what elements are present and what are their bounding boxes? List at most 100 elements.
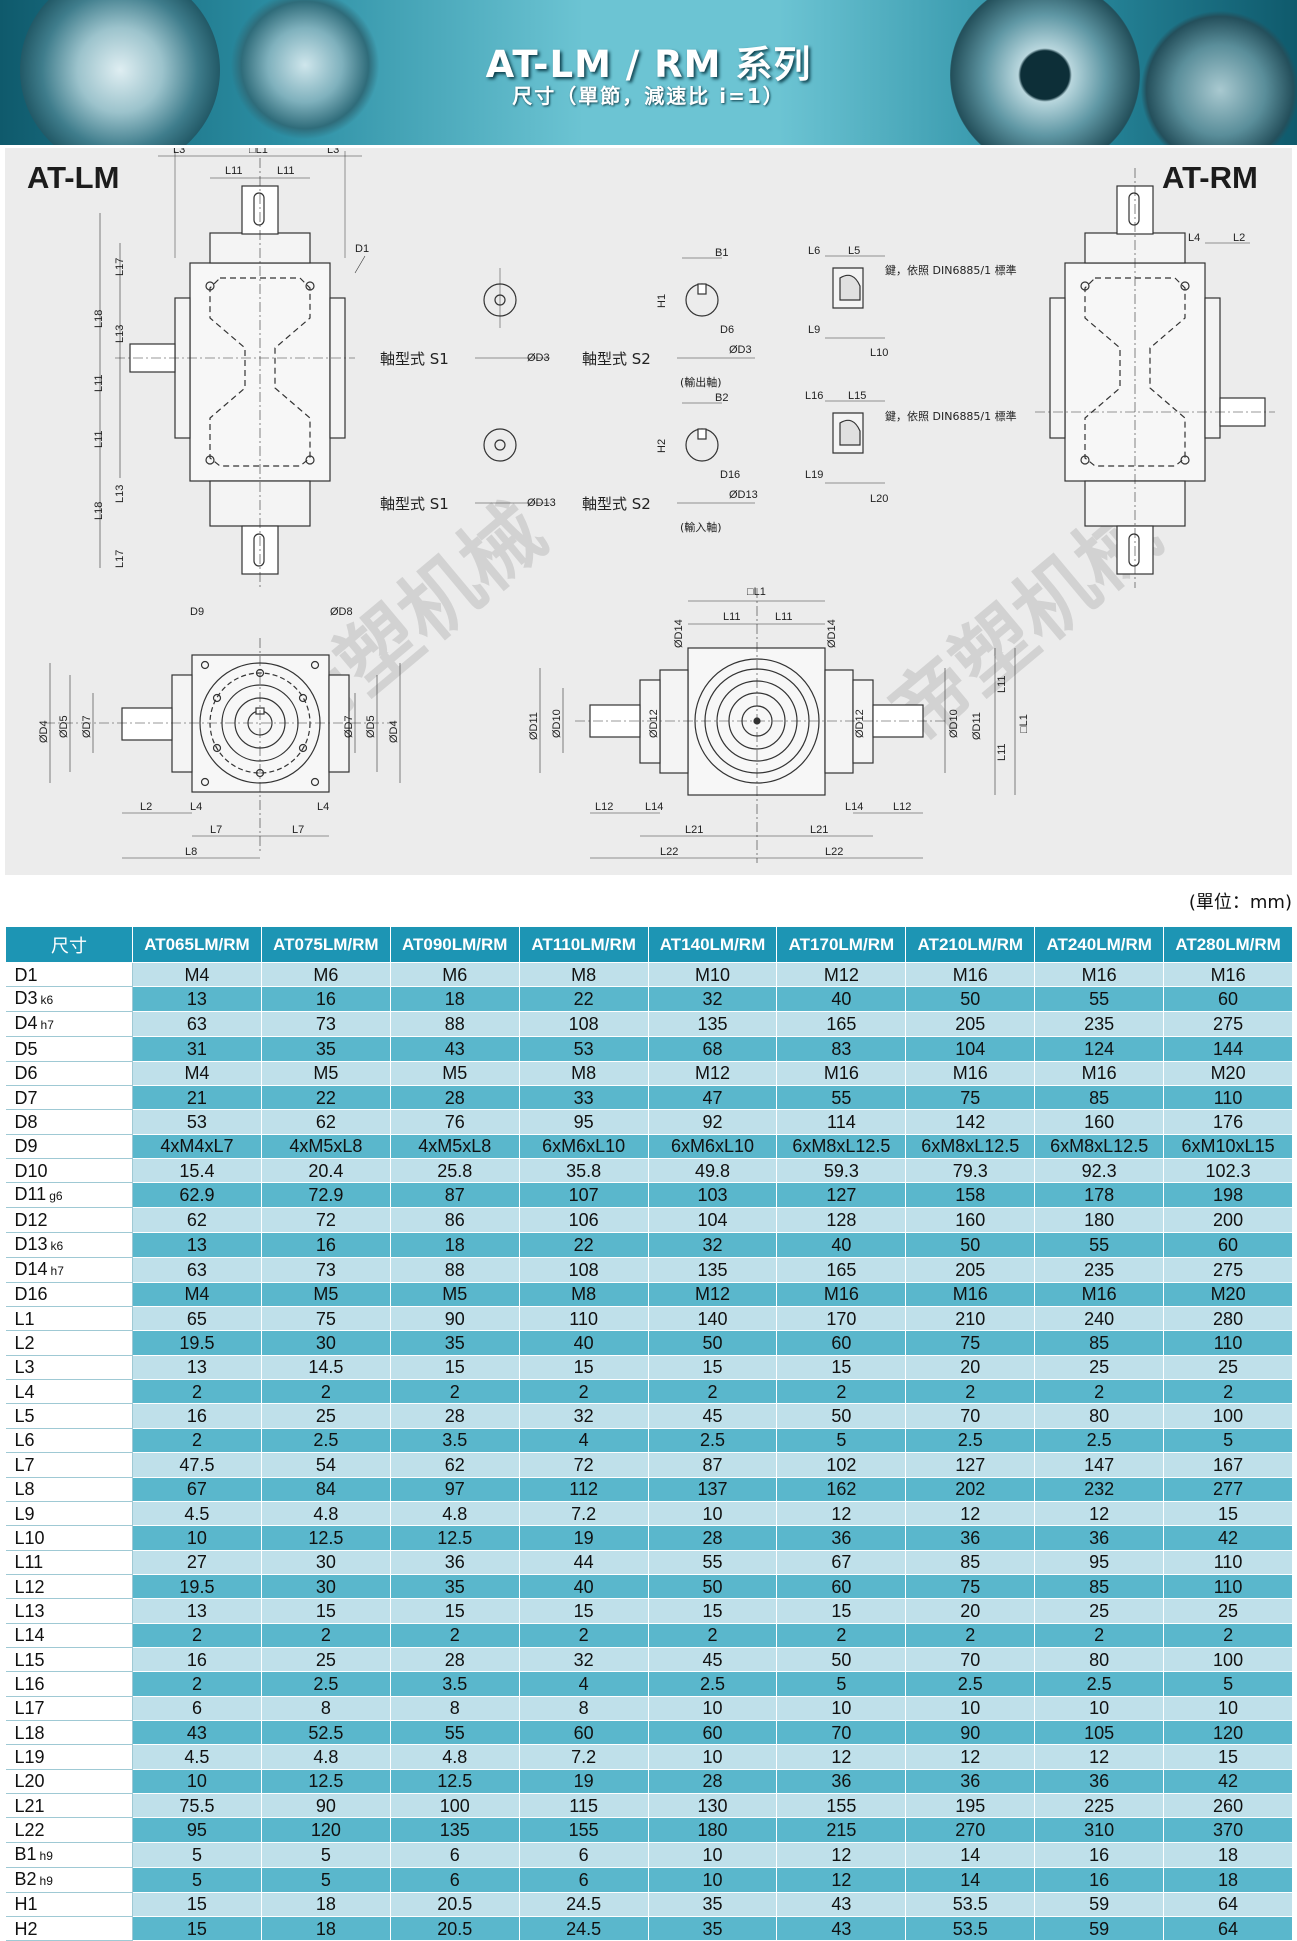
table-cell: 155 (776, 1793, 907, 1819)
table-cell: 170 (776, 1306, 907, 1332)
table-cell: 18 (1163, 1842, 1294, 1868)
row-dimension-name: D10 (5, 1158, 133, 1184)
dim-d1: D1 (355, 243, 369, 255)
table-cell: 87 (390, 1182, 520, 1209)
dim-l13-bottom: L13 (114, 485, 126, 503)
unit-label: (單位：mm) (1188, 892, 1292, 913)
dimension-label: D12 (14, 1210, 48, 1231)
row-dimension-name: L12 (5, 1574, 133, 1600)
dim-l19: L19 (805, 469, 823, 481)
table-cell: 73 (261, 1257, 391, 1283)
table-cell: 112 (519, 1477, 649, 1502)
table-cell: 2.5 (261, 1428, 391, 1454)
header-banner: AT-LM / RM 系列 尺寸（單節，減速比 i=1） (0, 0, 1297, 145)
table-cell: 45 (648, 1647, 778, 1673)
table-cell: 25 (1163, 1598, 1294, 1624)
dim-l11-b: L11 (277, 165, 295, 177)
table-cell: 54 (261, 1452, 391, 1478)
table-cell: 12 (1034, 1744, 1165, 1770)
table-cell: 75 (905, 1574, 1036, 1600)
row-dimension-name: D7 (5, 1085, 133, 1111)
row-dimension-name: D8 (5, 1109, 133, 1135)
tolerance-label: h7 (40, 1018, 54, 1033)
table-cell: 36 (1034, 1769, 1165, 1794)
at-lm-side-view (45, 638, 401, 859)
table-cell: 10 (132, 1525, 262, 1551)
dim-l18-top: L18 (93, 310, 105, 328)
table-header-model: AT210LM/RM (905, 926, 1036, 963)
table-cell: 19 (519, 1525, 649, 1551)
table-cell: 2.5 (648, 1671, 778, 1697)
table-cell: 79.3 (905, 1158, 1036, 1184)
dimension-label: L17 (14, 1698, 45, 1719)
table-cell: M20 (1163, 1282, 1294, 1308)
table-cell: 28 (390, 1647, 520, 1673)
dim-l4-b1: L4 (190, 801, 202, 813)
dim-d11-right: ØD11 (971, 712, 983, 740)
table-cell: 50 (905, 986, 1036, 1013)
table-cell: 2.5 (648, 1428, 778, 1454)
table-cell: 30 (261, 1574, 391, 1600)
table-cell: 32 (519, 1403, 649, 1429)
table-cell: 83 (776, 1036, 907, 1062)
table-cell: 36 (390, 1550, 520, 1575)
table-cell: 35 (390, 1330, 520, 1356)
row-dimension-name: L1 (5, 1306, 133, 1332)
table-cell: 92 (648, 1109, 778, 1135)
dimension-label: L9 (14, 1503, 35, 1524)
table-cell: 7.2 (519, 1744, 649, 1770)
dimension-label: B1 (14, 1843, 37, 1864)
table-cell: 14.5 (261, 1355, 391, 1381)
table-cell: 55 (1034, 1232, 1165, 1258)
table-cell: 15 (648, 1598, 778, 1624)
table-cell: 144 (1163, 1036, 1294, 1062)
table-cell: 45 (648, 1403, 778, 1429)
table-cell: 6xM6xL10 (648, 1134, 778, 1160)
table-cell: 20 (905, 1355, 1036, 1381)
table-cell: M16 (905, 1061, 1036, 1087)
table-cell: 53.5 (905, 1892, 1036, 1918)
table-cell: 13 (132, 986, 262, 1013)
table-cell: 92.3 (1034, 1158, 1165, 1184)
table-cell: 25 (1034, 1598, 1165, 1624)
table-cell: 97 (390, 1477, 520, 1502)
dim-h2: H2 (656, 439, 668, 453)
table-cell: 2.5 (1034, 1671, 1165, 1697)
table-cell: 60 (648, 1720, 778, 1746)
dim-l3-right: L3 (327, 148, 339, 156)
table-cell: 55 (390, 1720, 520, 1746)
dim-d14-b: ØD14 (826, 619, 838, 648)
table-cell: 30 (261, 1330, 391, 1356)
table-cell: 100 (390, 1793, 520, 1819)
table-header-model: AT140LM/RM (647, 926, 778, 963)
table-cell: 50 (905, 1232, 1036, 1258)
table-cell: 60 (776, 1574, 907, 1600)
table-cell: 15 (776, 1355, 907, 1381)
table-cell: 36 (905, 1525, 1036, 1551)
table-cell: 140 (648, 1306, 778, 1332)
table-cell: 108 (519, 1011, 649, 1038)
table-cell: 43 (390, 1036, 520, 1062)
row-dimension-name: D5 (5, 1036, 133, 1062)
table-cell: 10 (648, 1696, 778, 1721)
row-dimension-name: L13 (5, 1598, 133, 1624)
table-cell: M12 (648, 1282, 778, 1308)
table-cell: 10 (776, 1696, 907, 1721)
table-cell: 75.5 (132, 1793, 262, 1819)
table-cell: 19.5 (132, 1574, 262, 1600)
row-dimension-name: L18 (5, 1720, 133, 1746)
table-cell: 4 (519, 1428, 649, 1454)
table-cell: 4xM5xL8 (390, 1134, 520, 1160)
table-cell: 63 (132, 1011, 262, 1038)
table-cell: 95 (132, 1817, 262, 1843)
dimension-label: L20 (14, 1771, 45, 1792)
dimension-label: L15 (14, 1649, 45, 1670)
table-cell: 60 (1163, 986, 1294, 1013)
dimension-label: H1 (14, 1894, 38, 1915)
